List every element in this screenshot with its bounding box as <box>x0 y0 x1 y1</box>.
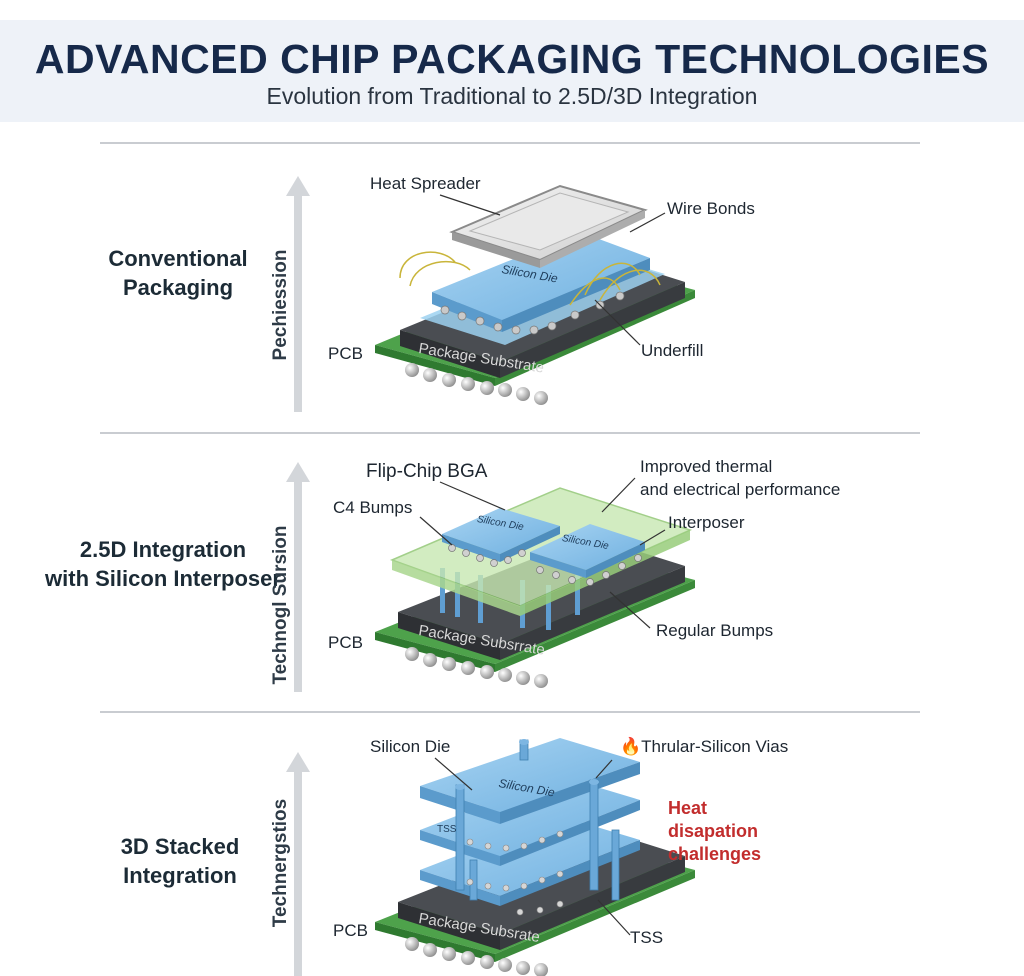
axis-label-2: Technogl Sursion <box>270 525 291 685</box>
divider-2 <box>100 432 920 434</box>
label-heat-warning: Heat disapation challenges <box>668 797 778 866</box>
interposer-package <box>375 477 695 688</box>
section-title-line: 2.5D Integration <box>79 537 247 562</box>
label-underfill: Underfill <box>641 341 704 360</box>
section-title-line: with Silicon Interposer <box>45 566 281 591</box>
page-title: ADVANCED CHIP PACKAGING TECHNOLOGIES <box>34 36 990 82</box>
section-title-3d: 3D Stacked Integration <box>110 832 250 890</box>
label-pcb-1: PCB <box>328 344 363 363</box>
label-small-tss: TSS <box>437 824 457 835</box>
heat-warning-line: Heat <box>668 798 708 818</box>
label-silicon-die: Silicon Die <box>370 737 451 756</box>
axis-arrow-1 <box>286 176 310 412</box>
label-improved-line1: Improved thermal <box>640 457 773 476</box>
section-title-line: Packaging <box>122 275 234 300</box>
label-pcb-3: PCB <box>333 921 368 940</box>
header-banner <box>0 20 1024 122</box>
section-title-2-5d: 2.5D Integration with Silicon Interposer <box>40 535 286 593</box>
heat-warning-line: challenges <box>668 844 762 864</box>
axis-label-1: Pechiession <box>270 249 291 361</box>
stacked-package <box>375 738 695 976</box>
section-title-line: Integration <box>123 863 237 888</box>
section-title-line: 3D Stacked <box>120 834 240 859</box>
axis-arrow-3 <box>286 752 310 976</box>
label-wire-bonds: Wire Bonds <box>667 199 755 218</box>
label-c4-bumps: C4 Bumps <box>333 498 413 517</box>
conventional-package <box>375 184 695 405</box>
flame-icon: 🔥 <box>620 737 642 756</box>
axis-label-3: Technergstios <box>270 798 291 928</box>
axis-arrow-2 <box>286 462 310 692</box>
label-tsv: Thrular-Silicon Vias <box>641 737 789 756</box>
label-flip-chip: Flip-Chip BGA <box>366 461 488 482</box>
label-heat-spreader: Heat Spreader <box>370 174 481 193</box>
label-improved-line2: and electrical performance <box>640 480 841 499</box>
divider-1 <box>100 142 920 144</box>
label-regular-bumps: Regular Bumps <box>656 621 774 640</box>
section-title-conventional: Conventional Packaging <box>98 244 258 302</box>
label-tss: TSS <box>630 928 664 947</box>
divider-3 <box>100 711 920 713</box>
page-subtitle: Evolution from Traditional to 2.5D/3D In… <box>266 83 758 109</box>
label-pcb-2: PCB <box>328 633 363 652</box>
label-tsv-row: 🔥Thrular-Silicon Vias <box>620 737 788 757</box>
section-title-line: Conventional <box>108 246 248 271</box>
heat-warning-line: disapation <box>668 821 759 841</box>
label-interposer: Interposer <box>668 513 745 532</box>
